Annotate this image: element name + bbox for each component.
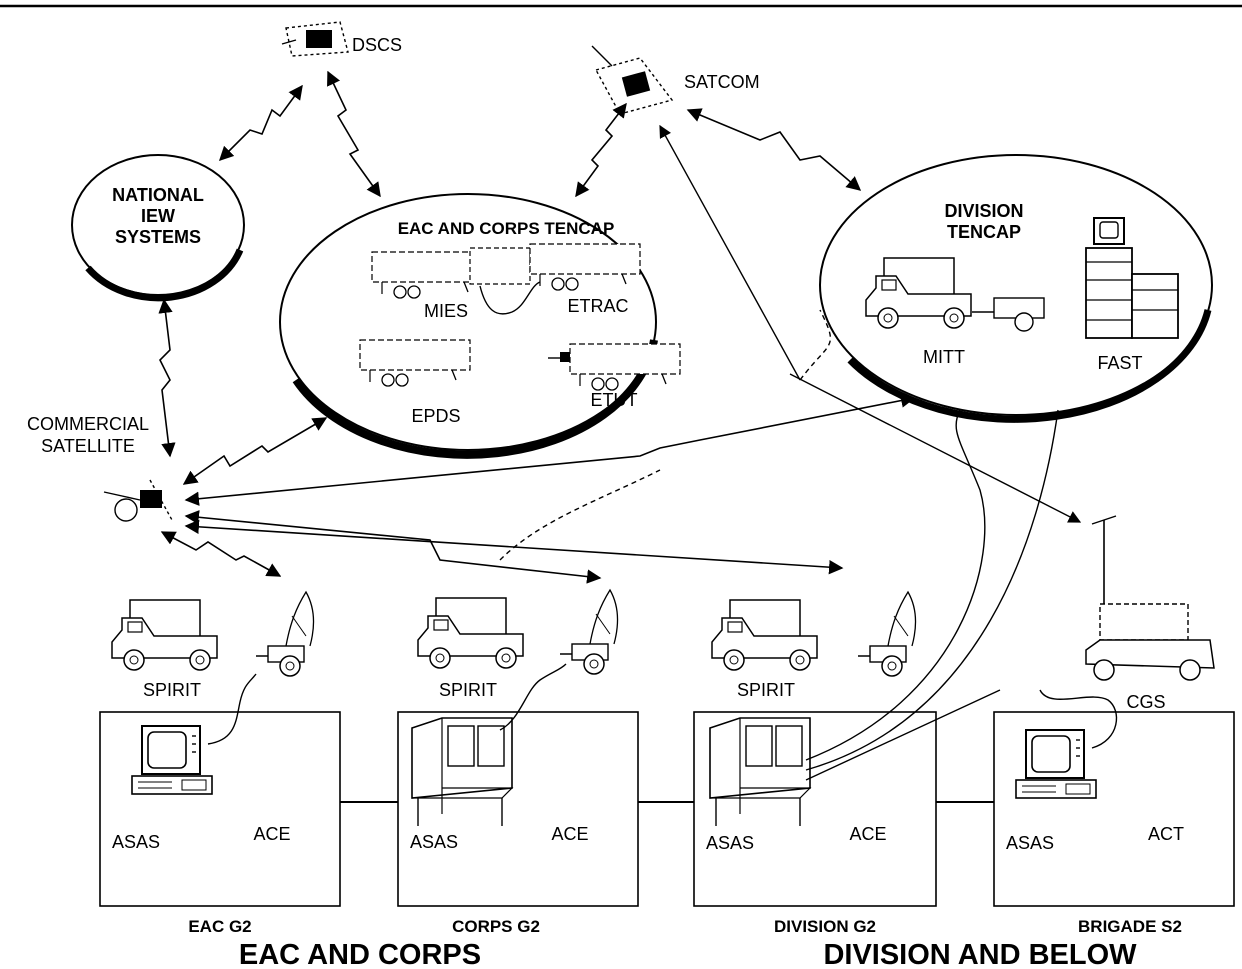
link-satcom-division	[686, 108, 862, 191]
ace-label: ACE	[849, 824, 886, 844]
cgs-link-cable	[805, 689, 1001, 781]
eac-tencap-title: EAC AND CORPS TENCAP	[398, 219, 615, 238]
asas-label: ASAS	[1006, 833, 1054, 853]
satcom-satellite-icon	[591, 45, 674, 115]
link-satcom-eac	[575, 102, 627, 198]
national-iew-node: NATIONAL IEW SYSTEMS	[71, 154, 245, 302]
dscs-satellite-icon	[281, 21, 349, 57]
link-national-dscs	[218, 84, 303, 162]
spirit-label: SPIRIT	[439, 680, 497, 700]
link-commercial-corps-spirit	[184, 510, 602, 584]
etut-label: ETUT	[591, 390, 638, 410]
spirit-truck-icon	[111, 599, 218, 671]
division-g2-cell: ASAS ACE DIVISION G2	[693, 409, 1059, 936]
link-commercial-eac-spirit	[160, 531, 282, 577]
cell-caption: DIVISION G2	[774, 917, 876, 936]
spirit-label: SPIRIT	[143, 680, 201, 700]
spirit-terminal-eac: SPIRIT	[111, 591, 315, 700]
mies-label: MIES	[424, 301, 468, 321]
spirit-dish-icon	[857, 591, 917, 677]
etut-vehicle-icon	[548, 343, 681, 391]
link-commercial-division	[184, 393, 916, 506]
mitt-label: MITT	[923, 347, 965, 367]
fast-label: FAST	[1097, 353, 1142, 373]
commercial-satellite-label-2: SATELLITE	[41, 436, 135, 456]
spirit-dish-icon	[559, 589, 619, 675]
mitt-link-cable	[805, 409, 986, 761]
division-tencap-label-2: TENCAP	[947, 222, 1021, 242]
mitt-trailer-icon	[972, 297, 1045, 332]
national-label-1: NATIONAL	[112, 185, 204, 205]
ace-label: ACE	[551, 824, 588, 844]
cell-caption: EAC G2	[188, 917, 251, 936]
link-dscs-eac	[327, 70, 381, 198]
cgs-label: CGS	[1126, 692, 1165, 712]
commercial-satellite-icon	[103, 479, 173, 522]
commercial-satellite-label-1: COMMERCIAL	[27, 414, 149, 434]
corps-g2-cell: ASAS ACE CORPS G2	[397, 663, 639, 936]
ace-label: ACE	[253, 824, 290, 844]
asas-workstation-icon	[709, 717, 811, 827]
asas-computer-icon	[1015, 729, 1097, 799]
mies-etrac-cable	[479, 281, 541, 315]
spirit-terminal-division: SPIRIT	[711, 591, 917, 700]
echelon-cells: ASAS ACE EAC G2 ASAS ACE CORPS G2 ASAS A…	[99, 409, 1235, 936]
dashed-path-lower	[499, 469, 661, 561]
dashed-path-upper	[799, 309, 832, 381]
cell-caption: BRIGADE S2	[1078, 917, 1182, 936]
footer-eac-corps: EAC AND CORPS	[239, 939, 481, 969]
spirit-label: SPIRIT	[737, 680, 795, 700]
cgs-terminal	[1085, 515, 1215, 681]
mies-shelter-icon	[469, 247, 531, 285]
eac-corps-tencap-node: EAC AND CORPS TENCAP MIES ETRAC EPDS ETU…	[279, 193, 681, 459]
cell-caption: CORPS G2	[452, 917, 540, 936]
cgs-cable	[1039, 689, 1118, 749]
satcom-label: SATCOM	[684, 72, 760, 92]
fast-workstation-icon	[1085, 217, 1179, 339]
asas-label: ASAS	[706, 833, 754, 853]
spirit-truck-icon	[417, 597, 524, 669]
asas-computer-icon	[131, 725, 213, 795]
epds-label: EPDS	[411, 406, 460, 426]
etrac-label: ETRAC	[567, 296, 628, 316]
spirit-dish-icon	[255, 591, 315, 677]
dscs-label: DSCS	[352, 35, 402, 55]
eac-g2-cell: ASAS ACE EAC G2	[99, 673, 341, 936]
spirit-cable	[207, 673, 257, 745]
spirit-cable	[499, 663, 567, 731]
division-tencap-node: DIVISION TENCAP MITT FAST	[819, 154, 1213, 423]
division-tencap-label-1: DIVISION	[944, 201, 1023, 221]
act-label: ACT	[1148, 824, 1184, 844]
comm-links	[158, 70, 1082, 584]
footer-division-below: DIVISION AND BELOW	[823, 939, 1137, 969]
link-to-cgs	[789, 373, 1082, 523]
national-label-3: SYSTEMS	[115, 227, 201, 247]
asas-label: ASAS	[112, 832, 160, 852]
link-national-commercial	[158, 298, 176, 458]
asas-workstation-icon	[411, 717, 513, 827]
spirit-terminal-corps: SPIRIT	[417, 589, 619, 700]
fast-link-cable	[805, 409, 1059, 771]
national-label-2: IEW	[141, 206, 175, 226]
brigade-s2-cell: ASAS ACT BRIGADE S2	[993, 689, 1235, 936]
link-satcom-division-spirit	[659, 124, 801, 381]
spirit-truck-icon	[711, 599, 818, 671]
link-commercial-eac	[182, 417, 328, 485]
asas-label: ASAS	[410, 832, 458, 852]
